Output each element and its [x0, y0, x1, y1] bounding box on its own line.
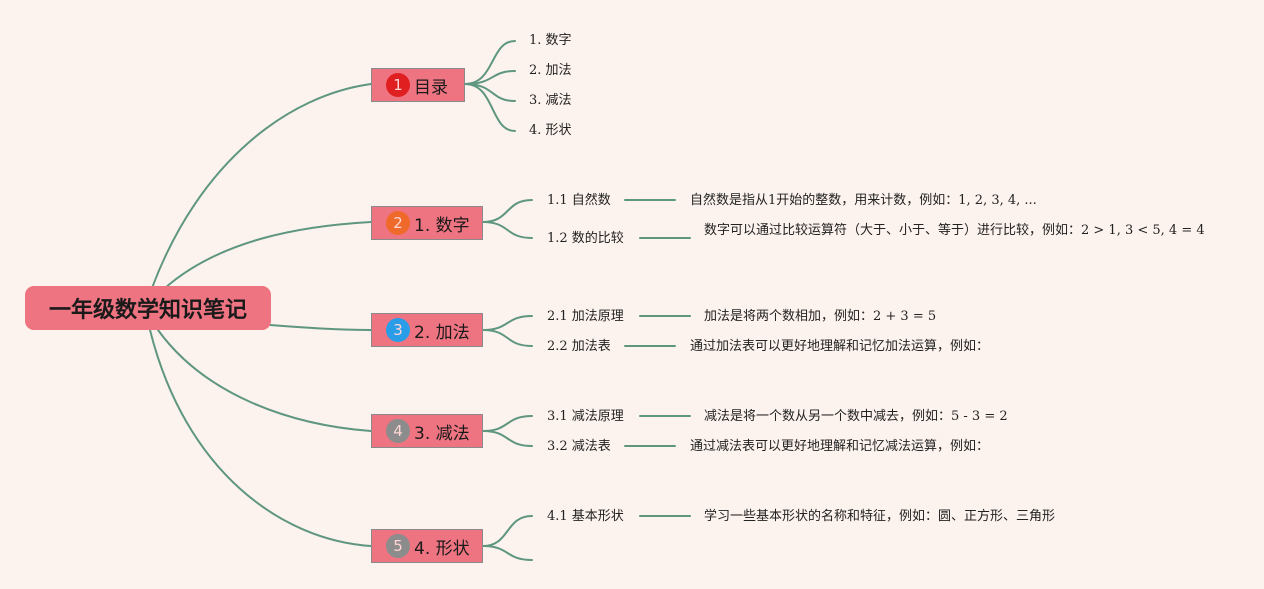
- desc-basic-shapes: 学习一些基本形状的名称和特征，例如：圆、正方形、三角形: [704, 509, 1056, 524]
- branch-node-subtraction[interactable]: 4 3. 减法: [371, 414, 483, 448]
- leaf-addition-table[interactable]: 2.2 加法表: [547, 339, 611, 354]
- leaf-contents-3[interactable]: 3. 减法: [529, 93, 572, 108]
- branch-label: 2. 加法: [414, 322, 470, 343]
- leaf-number-comparison[interactable]: 1.2 数的比较: [547, 231, 624, 246]
- numbers-connector-2: [482, 221, 533, 239]
- leaf-subtraction-principle[interactable]: 3.1 减法原理: [547, 409, 624, 424]
- badge-1: 1: [386, 73, 410, 97]
- shapes-connector-2: [482, 545, 533, 561]
- subtraction-connector-1: [482, 415, 533, 432]
- root-connector-2: [164, 221, 372, 289]
- branch-label: 4. 形状: [414, 538, 470, 559]
- branch-node-addition[interactable]: 3 2. 加法: [371, 313, 483, 347]
- leaf-contents-4[interactable]: 4. 形状: [529, 123, 572, 138]
- branch-node-numbers[interactable]: 2 1. 数字: [371, 206, 483, 240]
- desc-number-comparison: 数字可以通过比较运算符（大于、小于、等于）进行比较，例如：2 > 1, 3 < …: [704, 223, 1205, 238]
- leaf-contents-1[interactable]: 1. 数字: [529, 33, 572, 48]
- root-node[interactable]: 一年级数学知识笔记: [25, 286, 271, 330]
- subtraction-connector-2: [482, 430, 533, 447]
- root-connector-1: [151, 83, 372, 289]
- leaf-addition-principle[interactable]: 2.1 加法原理: [547, 309, 624, 324]
- addition-connector-2: [482, 329, 533, 347]
- root-connector-3: [269, 324, 372, 331]
- shapes-connector-1: [482, 515, 533, 547]
- contents-connector-3: [464, 83, 516, 102]
- branch-label: 目录: [414, 77, 448, 98]
- leaf-subtraction-table[interactable]: 3.2 减法表: [547, 439, 611, 454]
- badge-2: 2: [386, 211, 410, 235]
- leaf-natural-numbers[interactable]: 1.1 自然数: [547, 193, 611, 208]
- badge-5: 5: [386, 534, 410, 558]
- badge-4: 4: [386, 419, 410, 443]
- leaf-basic-shapes[interactable]: 4.1 基本形状: [547, 509, 624, 524]
- badge-3: 3: [386, 318, 410, 342]
- branch-node-shapes[interactable]: 5 4. 形状: [371, 529, 483, 563]
- branch-label: 3. 减法: [414, 423, 470, 444]
- contents-connector-4: [464, 83, 516, 132]
- desc-addition-table: 通过加法表可以更好地理解和记忆加法运算，例如：: [690, 339, 990, 354]
- desc-addition-principle: 加法是将两个数相加，例如：2 + 3 = 5: [704, 309, 937, 324]
- desc-subtraction-principle: 减法是将一个数从另一个数中减去，例如：5 - 3 = 2: [704, 409, 1008, 424]
- root-connector-5: [149, 329, 372, 547]
- addition-connector-1: [482, 315, 533, 331]
- root-connector-4: [157, 329, 372, 432]
- leaf-contents-2[interactable]: 2. 加法: [529, 63, 572, 78]
- numbers-connector-1: [482, 199, 533, 223]
- root-label: 一年级数学知识笔记: [48, 298, 247, 323]
- desc-natural-numbers: 自然数是指从1开始的整数，用来计数，例如：1, 2, 3, 4, ...: [690, 193, 1037, 208]
- desc-subtraction-table: 通过减法表可以更好地理解和记忆减法运算，例如：: [690, 439, 990, 454]
- branch-node-contents[interactable]: 1 目录: [371, 68, 465, 102]
- branch-label: 1. 数字: [414, 215, 470, 236]
